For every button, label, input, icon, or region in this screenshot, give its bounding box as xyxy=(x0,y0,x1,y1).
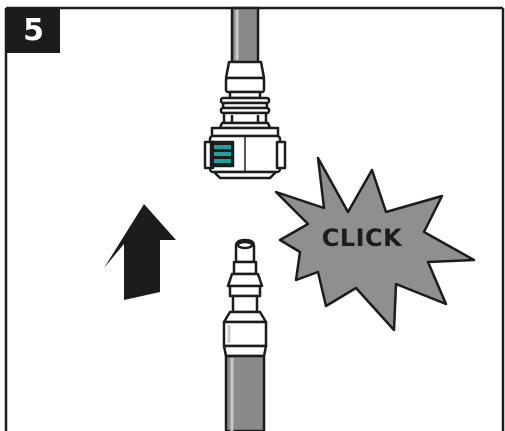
hose-fitting-icon xyxy=(222,238,268,431)
step-number-badge: 5 xyxy=(7,8,60,53)
quick-connector-icon xyxy=(203,6,287,180)
arrow-up-icon xyxy=(104,204,176,300)
click-label: CLICK xyxy=(322,224,403,252)
starburst-icon: CLICK xyxy=(274,156,476,332)
